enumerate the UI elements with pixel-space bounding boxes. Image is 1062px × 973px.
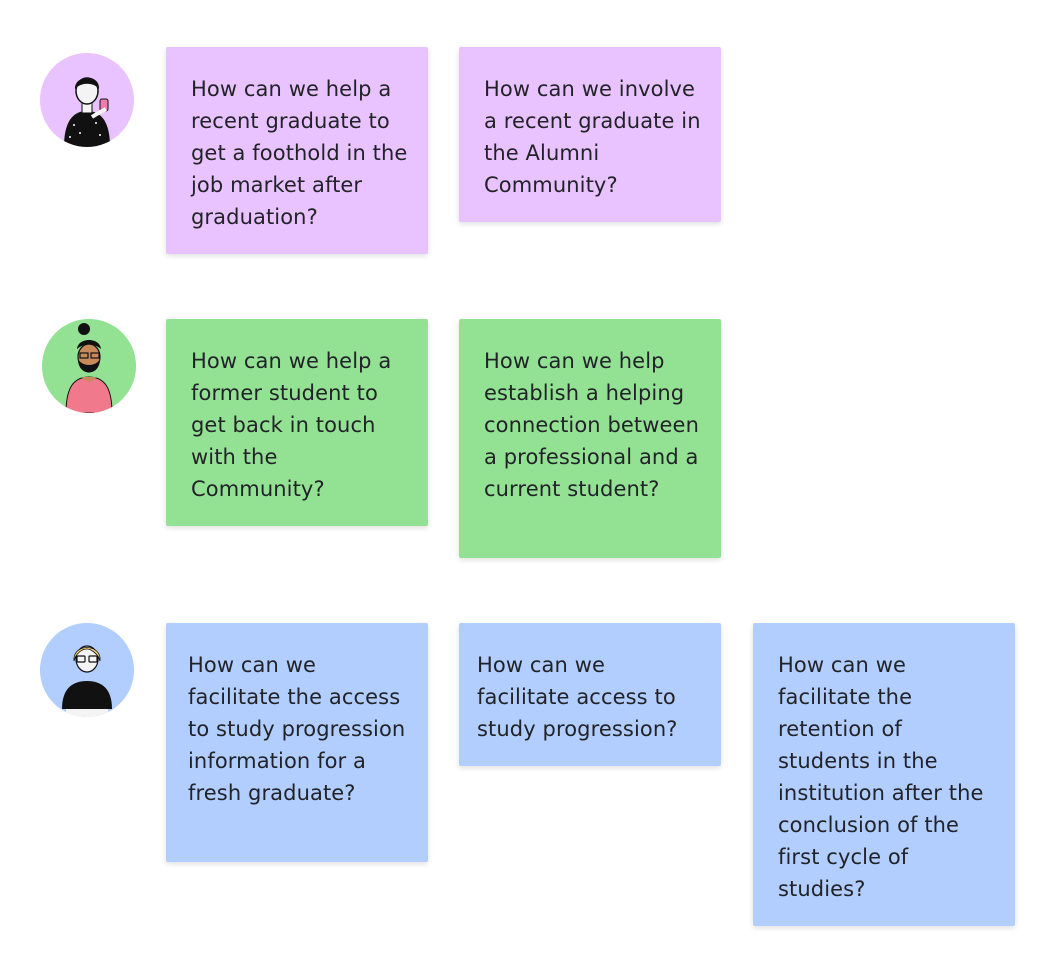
sticky-note[interactable]: How can we involve a recent graduate in …	[459, 47, 721, 222]
note-text: How can we facilitate the retention of s…	[778, 653, 984, 901]
sticky-note[interactable]: How can we facilitate the retention of s…	[753, 623, 1015, 926]
note-text: How can we facilitate access to study pr…	[477, 653, 678, 741]
woman-with-glasses-icon	[40, 623, 134, 717]
note-text: How can we help a former student to get …	[191, 349, 392, 501]
sticky-note[interactable]: How can we help a former student to get …	[166, 319, 428, 526]
note-text: How can we involve a recent graduate in …	[484, 77, 701, 197]
sticky-note[interactable]: How can we facilitate access to study pr…	[459, 623, 721, 766]
bearded-man-icon	[42, 319, 136, 413]
sticky-note[interactable]: How can we facilitate the access to stud…	[166, 623, 428, 862]
note-text: How can we facilitate the access to stud…	[188, 653, 406, 805]
person-with-phone-avatar	[40, 53, 134, 147]
woman-with-glasses-avatar	[40, 623, 134, 717]
note-text: How can we help establish a helping conn…	[484, 349, 699, 501]
person-with-phone-icon	[40, 53, 134, 147]
note-text: How can we help a recent graduate to get…	[191, 77, 408, 229]
bearded-man-avatar	[42, 319, 136, 413]
sticky-note[interactable]: How can we help a recent graduate to get…	[166, 47, 428, 254]
sticky-note[interactable]: How can we help establish a helping conn…	[459, 319, 721, 558]
